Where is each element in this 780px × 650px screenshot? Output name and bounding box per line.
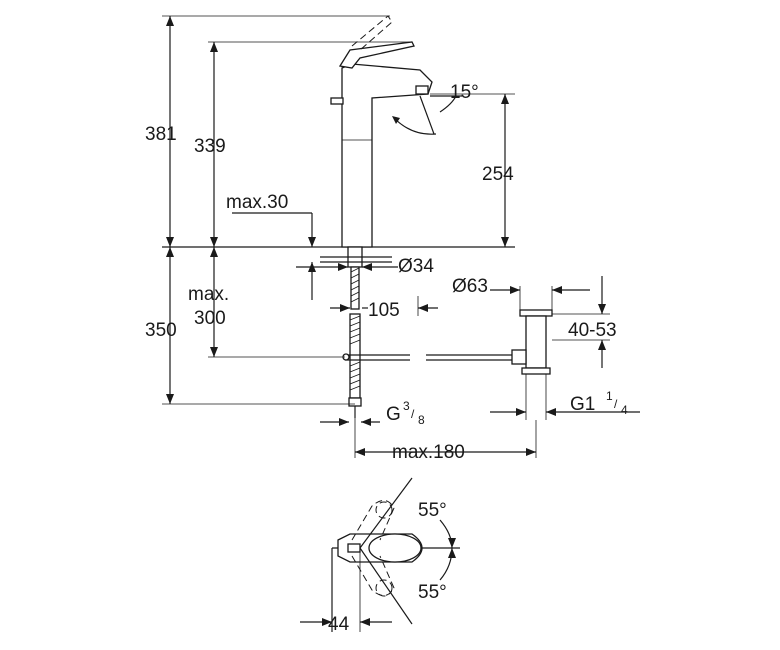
svg-text:/: /: [411, 407, 415, 421]
supply-hose: [349, 313, 361, 399]
plan-lever-disc: [368, 533, 422, 563]
dimension-labels: 381 339 15° 254 max.30 Ø34 Ø63 max. 105 …: [145, 82, 628, 635]
label-350: 350: [145, 320, 177, 341]
faucet-plan-view: [300, 477, 460, 632]
angle-ray-bottom: [359, 547, 413, 625]
horizontal-dimensions: [296, 263, 640, 458]
swivel-arrow: [392, 116, 400, 124]
popup-rod-break: [410, 353, 426, 362]
angle-ray-top: [359, 477, 413, 549]
rear-knob: [330, 97, 344, 105]
label-max: max.: [188, 284, 229, 305]
label-g114-num: 1: [606, 389, 613, 403]
label-55-bottom: 55°: [418, 582, 447, 603]
label-105: 105: [368, 300, 400, 321]
angle-arc-top: [439, 519, 453, 549]
label-g38-den: 8: [418, 413, 425, 427]
threaded-rod-hatch: [350, 267, 360, 303]
plan-lever-rotated-up: [351, 500, 395, 541]
label-15-deg: 15°: [450, 82, 479, 103]
svg-text:/: /: [614, 397, 618, 411]
label-254: 254: [482, 164, 514, 185]
label-55-top: 55°: [418, 500, 447, 521]
label-max180: max.180: [392, 442, 465, 463]
label-40-53: 40-53: [568, 320, 617, 341]
faucet-lever: [338, 41, 415, 69]
waste-body: [525, 315, 547, 369]
label-381: 381: [145, 124, 177, 145]
label-g114-base: G1: [570, 394, 595, 415]
swivel-angle-arc: [439, 95, 457, 113]
swivel-tilt-line: [419, 95, 435, 135]
vertical-dimensions: [162, 15, 610, 405]
label-g38-num: 3: [403, 399, 410, 413]
label-339: 339: [194, 136, 226, 157]
label-300: 300: [194, 308, 226, 329]
label-d63: Ø63: [452, 276, 488, 297]
waste-lever-housing: [511, 349, 527, 365]
label-g114-den: 4: [621, 403, 628, 417]
waste-flange: [519, 309, 553, 317]
supply-hose-braid: [349, 315, 361, 391]
aerator: [415, 85, 429, 95]
plan-knob: [347, 543, 361, 553]
label-d34: Ø34: [398, 256, 434, 277]
label-max30: max.30: [226, 192, 288, 213]
swivel-arc: [393, 117, 437, 135]
label-g38-base: G: [386, 404, 401, 425]
faucet-elevation-view: [162, 15, 553, 418]
waste-nut: [521, 367, 551, 375]
lever-raised-outline: [351, 15, 393, 51]
label-44: 44: [328, 614, 350, 635]
hose-connector: [348, 397, 362, 407]
plan-lever-rotated-down: [351, 555, 395, 597]
